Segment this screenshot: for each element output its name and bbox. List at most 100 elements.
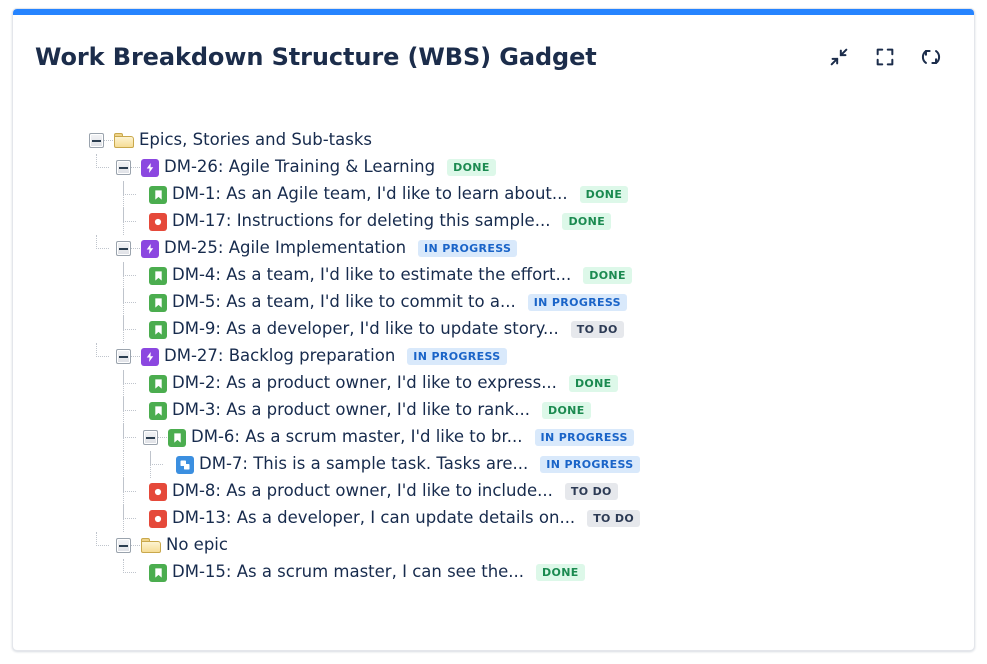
tree-row-body: DM-5: As a team, I'd like to commit to a… xyxy=(149,293,627,312)
tree-row-body: DM-17: Instructions for deleting this sa… xyxy=(149,211,612,231)
tree-row-body: DM-3: As a product owner, I'd like to ra… xyxy=(149,400,591,420)
tree-guide-line xyxy=(131,545,140,546)
tree-guide-line xyxy=(96,356,109,357)
tree-row[interactable]: DM-2: As a product owner, I'd like to ex… xyxy=(13,370,974,397)
tree-row-label: DM-27: Backlog preparation xyxy=(164,346,396,366)
wbs-gadget-card: Work Breakdown Structure (WBS) Gadget xyxy=(12,8,975,651)
tree-row-label: DM-9: As a developer, I'd like to update… xyxy=(172,319,559,339)
tree-row-label: DM-2: As a product owner, I'd like to ex… xyxy=(172,373,557,393)
tree-row[interactable]: DM-25: Agile Implementation IN PROGRESS xyxy=(13,235,974,262)
tree-row-label: DM-26: Agile Training & Learning xyxy=(164,157,436,177)
story-icon xyxy=(149,374,167,393)
card-accent-bar xyxy=(13,9,974,15)
tree-row-body: No epic xyxy=(141,537,228,554)
tree-row-label: DM-17: Instructions for deleting this sa… xyxy=(172,211,551,231)
tree-row-label: DM-13: As a developer, I can update deta… xyxy=(172,508,576,528)
page-title: Work Breakdown Structure (WBS) Gadget xyxy=(35,43,597,71)
status-badge: DONE xyxy=(583,267,632,284)
fullscreen-icon[interactable] xyxy=(872,44,898,70)
tree-toggle-collapse[interactable] xyxy=(116,349,131,364)
folder-icon xyxy=(114,132,134,149)
status-badge: DONE xyxy=(536,564,585,581)
tree-row[interactable]: DM-6: As a scrum master, I'd like to br.… xyxy=(13,424,974,451)
tree-guide-line xyxy=(104,140,113,141)
refresh-icon[interactable] xyxy=(918,44,944,70)
tree-toggle-collapse[interactable] xyxy=(116,538,131,553)
story-icon xyxy=(149,320,167,339)
tree-row-body: DM-7: This is a sample task. Tasks are..… xyxy=(176,455,640,474)
header-actions xyxy=(826,44,952,70)
tree-guide-line xyxy=(123,478,124,492)
tree-guide-line xyxy=(96,154,97,168)
tree-row-label: DM-3: As a product owner, I'd like to ra… xyxy=(172,400,530,420)
status-badge: IN PROGRESS xyxy=(527,294,627,311)
tree-guide-line xyxy=(123,208,124,222)
tree-row[interactable]: DM-13: As a developer, I can update deta… xyxy=(13,505,974,532)
status-badge: IN PROGRESS xyxy=(407,348,507,365)
tree-guide-line xyxy=(150,464,163,465)
tree-row-label: DM-6: As a scrum master, I'd like to br.… xyxy=(191,427,523,447)
tree-guide-line xyxy=(123,518,136,519)
tree-toggle-collapse[interactable] xyxy=(116,160,131,175)
tree-row[interactable]: DM-4: As a team, I'd like to estimate th… xyxy=(13,262,974,289)
tree-row[interactable]: No epic xyxy=(13,532,974,559)
epic-icon xyxy=(141,239,159,258)
tree-row[interactable]: DM-8: As a product owner, I'd like to in… xyxy=(13,478,974,505)
story-icon xyxy=(168,428,186,447)
tree-guide-line xyxy=(123,275,136,276)
bug-icon xyxy=(149,509,167,528)
tree-row-body: DM-2: As a product owner, I'd like to ex… xyxy=(149,373,618,393)
tree-row[interactable]: DM-9: As a developer, I'd like to update… xyxy=(13,316,974,343)
tree-row[interactable]: DM-3: As a product owner, I'd like to ra… xyxy=(13,397,974,424)
status-badge: TO DO xyxy=(587,510,641,527)
tree-guide-line xyxy=(123,302,136,303)
tree-row[interactable]: DM-17: Instructions for deleting this sa… xyxy=(13,208,974,235)
tree-row-body: Epics, Stories and Sub-tasks xyxy=(114,132,372,149)
tree-row[interactable]: DM-7: This is a sample task. Tasks are..… xyxy=(13,451,974,478)
tree-toggle-collapse[interactable] xyxy=(116,241,131,256)
tree-guide-line xyxy=(131,356,140,357)
tree-guide-line xyxy=(123,221,136,222)
tree-guide-line xyxy=(123,397,124,411)
tree-guide-line xyxy=(123,505,124,519)
status-badge: DONE xyxy=(447,159,496,176)
tree-row-label: DM-4: As a team, I'd like to estimate th… xyxy=(172,265,572,285)
tree-toggle-collapse[interactable] xyxy=(143,430,158,445)
tree-row[interactable]: DM-26: Agile Training & Learning DONE xyxy=(13,154,974,181)
tree-guide-line xyxy=(96,248,109,249)
tree-row[interactable]: DM-27: Backlog preparation IN PROGRESS xyxy=(13,343,974,370)
tree-row-body: DM-13: As a developer, I can update deta… xyxy=(149,508,641,528)
tree-row-label: DM-25: Agile Implementation xyxy=(164,238,407,258)
status-badge: DONE xyxy=(541,402,591,419)
collapse-icon[interactable] xyxy=(826,44,852,70)
tree-guide-line xyxy=(123,316,124,330)
tree-row-label: No epic xyxy=(166,535,228,555)
tree-row[interactable]: DM-1: As an Agile team, I'd like to lear… xyxy=(13,181,974,208)
tree-row-body: DM-4: As a team, I'd like to estimate th… xyxy=(149,265,632,285)
status-badge: IN PROGRESS xyxy=(418,240,518,257)
tree-guide-line xyxy=(96,167,109,168)
status-badge: DONE xyxy=(562,213,612,230)
folder-icon xyxy=(141,537,161,554)
tree-row[interactable]: Epics, Stories and Sub-tasks xyxy=(13,127,974,154)
tree-row-body: DM-9: As a developer, I'd like to update… xyxy=(149,319,624,339)
card-header: Work Breakdown Structure (WBS) Gadget xyxy=(13,15,974,99)
subtask-icon xyxy=(176,455,194,474)
tree-row[interactable]: DM-5: As a team, I'd like to commit to a… xyxy=(13,289,974,316)
epic-icon xyxy=(141,158,159,177)
story-icon xyxy=(149,185,167,204)
tree-toggle-collapse[interactable] xyxy=(89,133,104,148)
tree-row[interactable]: DM-15: As a scrum master, I can see the.… xyxy=(13,559,974,586)
tree-guide-line xyxy=(123,410,136,411)
bug-icon xyxy=(149,212,167,231)
status-badge: IN PROGRESS xyxy=(540,456,640,473)
story-icon xyxy=(149,293,167,312)
status-badge: TO DO xyxy=(564,483,618,500)
tree-guide-line xyxy=(96,545,109,546)
story-icon xyxy=(149,266,167,285)
status-badge: DONE xyxy=(568,375,618,392)
tree-guide-line xyxy=(96,532,97,546)
tree-guide-line xyxy=(123,329,136,330)
